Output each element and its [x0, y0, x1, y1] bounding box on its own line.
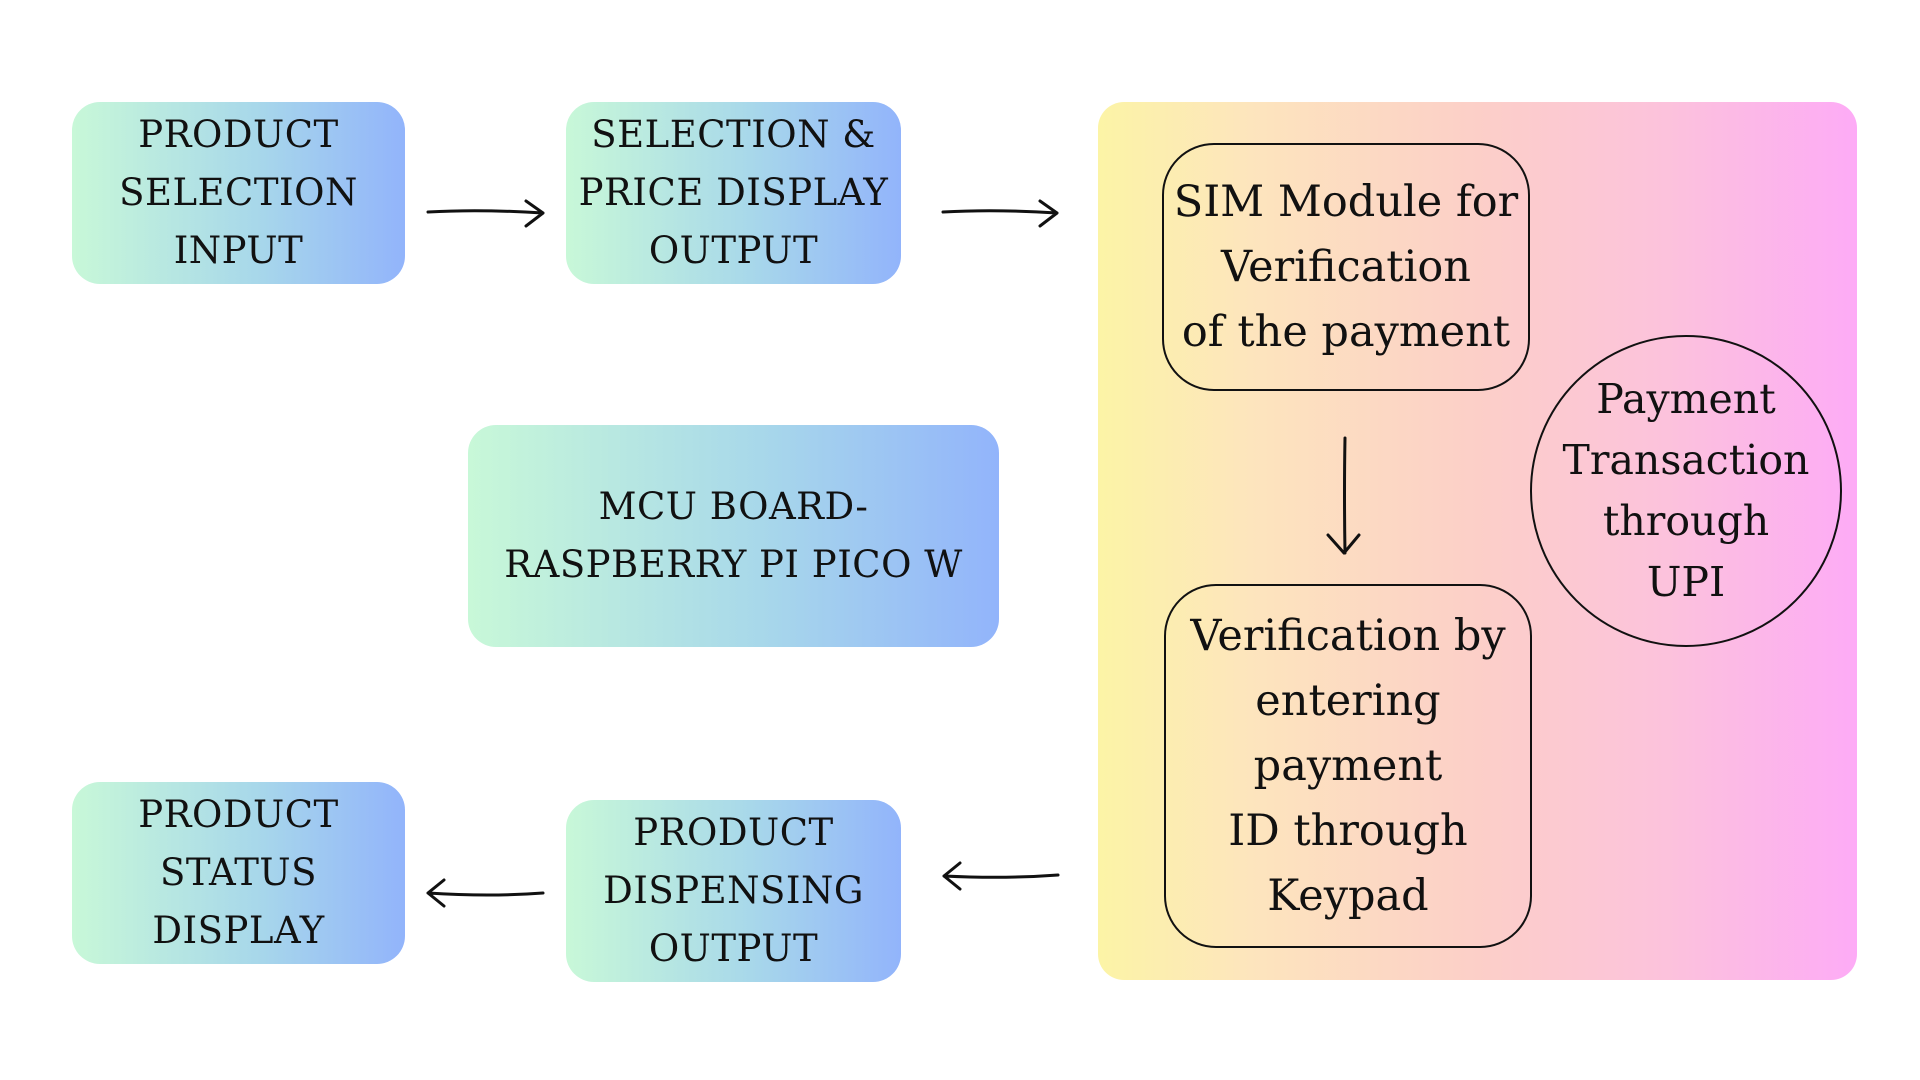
label-line: UPI: [1646, 558, 1726, 606]
upi-transaction-circle: Payment Transaction through UPI: [1530, 335, 1842, 647]
product-dispensing-output-block: PRODUCT DISPENSING OUTPUT: [566, 800, 901, 982]
keypad-verification-box: Verification by entering payment ID thro…: [1164, 584, 1532, 948]
label-line: payment: [1253, 740, 1443, 791]
label-line: DISPENSING: [603, 869, 864, 912]
selection-price-display-output-block: SELECTION & PRICE DISPLAY OUTPUT: [566, 102, 901, 284]
label-line: SELECTION &: [591, 113, 876, 156]
arrow-payment-to-dispensing: [942, 861, 1060, 891]
product-status-display-block: PRODUCT STATUS DISPLAY: [72, 782, 405, 964]
upi-transaction-label: Payment Transaction through UPI: [1563, 369, 1810, 613]
label-line: PRODUCT: [138, 793, 339, 836]
label-line: SIM Module for: [1173, 176, 1519, 227]
label-line: INPUT: [173, 229, 304, 272]
keypad-verification-label: Verification by entering payment ID thro…: [1190, 604, 1505, 929]
label-line: of the payment: [1181, 306, 1511, 357]
arrow-dispensing-to-status: [426, 878, 545, 908]
label-line: OUTPUT: [648, 229, 819, 272]
product-dispensing-output-label: PRODUCT DISPENSING OUTPUT: [603, 804, 864, 978]
label-line: Transaction: [1562, 436, 1810, 484]
label-line: Payment: [1596, 375, 1776, 423]
label-line: PRICE DISPLAY: [578, 171, 889, 214]
label-line: MCU BOARD-: [598, 485, 869, 528]
label-line: ID through: [1228, 805, 1468, 856]
product-selection-input-label: PRODUCT SELECTION INPUT: [119, 106, 358, 280]
label-line: SELECTION: [119, 171, 358, 214]
label-line: Keypad: [1267, 870, 1429, 921]
arrow-selection-to-payment: [941, 199, 1059, 228]
mcu-board-label: MCU BOARD- RASPBERRY PI PICO W: [504, 478, 963, 594]
label-line: through: [1602, 497, 1770, 545]
label-line: STATUS: [160, 851, 317, 894]
mcu-board-block: MCU BOARD- RASPBERRY PI PICO W: [468, 425, 999, 647]
label-line: DISPLAY: [152, 909, 325, 952]
sim-module-label: SIM Module for Verification of the payme…: [1174, 170, 1519, 365]
label-line: RASPBERRY PI PICO W: [504, 543, 963, 586]
selection-price-display-output-label: SELECTION & PRICE DISPLAY OUTPUT: [579, 106, 889, 280]
arrow-input-to-selection: [426, 199, 545, 228]
label-line: Verification: [1221, 241, 1471, 292]
product-status-display-label: PRODUCT STATUS DISPLAY: [138, 786, 338, 960]
label-line: PRODUCT: [138, 113, 339, 156]
product-selection-input-block: PRODUCT SELECTION INPUT: [72, 102, 405, 284]
sim-module-box: SIM Module for Verification of the payme…: [1162, 143, 1530, 391]
label-line: OUTPUT: [648, 927, 819, 970]
label-line: PRODUCT: [633, 811, 834, 854]
label-line: Verification by: [1190, 610, 1506, 661]
label-line: entering: [1255, 675, 1441, 726]
